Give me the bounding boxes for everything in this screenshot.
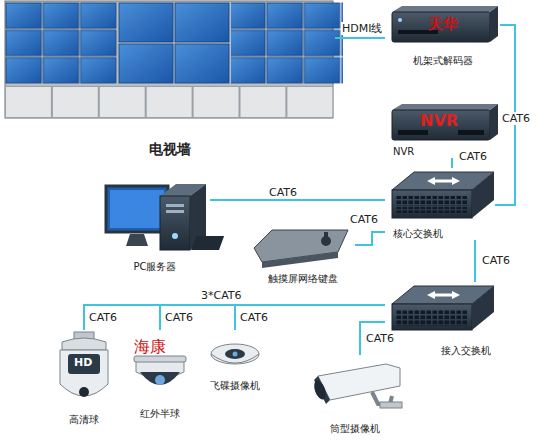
node-label: 电视墙 [149, 143, 191, 156]
node-label: 核心交换机 [393, 227, 443, 240]
cable-line [160, 305, 385, 330]
cable-line [355, 232, 385, 245]
cable-label: CAT6 [365, 332, 395, 345]
node-label: 红外半球 [140, 407, 180, 420]
watermark: 海康 [134, 338, 166, 356]
node-label: 触摸屏网络键盘 [268, 272, 338, 285]
cable-label: CAT6 [501, 112, 531, 125]
cable-label: CAT6 [458, 150, 488, 163]
watermark: 天华 [428, 16, 458, 33]
cable-line [474, 240, 476, 282]
core-switch: 核心交换机 [385, 168, 495, 240]
ufo-camera: 飞碟摄像机 [200, 330, 270, 392]
cable-label: CAT6 [268, 186, 298, 199]
cable-label: CAT6 [88, 311, 118, 324]
node-label: PC服务器 [133, 260, 176, 273]
cable-label: HDMI线 [341, 22, 383, 35]
cable-line [451, 158, 453, 168]
cable-line [84, 305, 385, 330]
touch-keyboard: 触摸屏网络键盘 [250, 225, 355, 285]
bullet-camera: 筒型摄像机 [300, 355, 410, 435]
cable-label: CAT6 [164, 311, 194, 324]
cable-line [210, 199, 385, 201]
node-label: 飞碟摄像机 [210, 379, 260, 392]
node-label: 机架式解码器 [413, 54, 473, 67]
cable-line [235, 305, 385, 330]
node-label: 高清球 [69, 413, 99, 426]
hd-dome-camera: 高清球 [52, 330, 116, 426]
access-switch: 接入交换机 [385, 282, 495, 357]
cable-label: CAT6 [481, 254, 511, 267]
tv-wall: 电视墙 [5, 0, 335, 156]
node-label: NVR [393, 145, 414, 158]
node-label: 筒型摄像机 [330, 422, 380, 435]
cable-label: CAT6 [349, 213, 379, 226]
cable-label: CAT6 [239, 311, 269, 324]
device-badge: NVR [420, 112, 458, 130]
cable-label: 3*CAT6 [200, 290, 243, 302]
rack-decoder: 机架式解码器 [385, 3, 500, 67]
device-badge: HD [74, 357, 92, 369]
cable-line [335, 37, 385, 39]
node-label: 接入交换机 [441, 344, 491, 357]
pc-server: PC服务器 [100, 178, 210, 273]
